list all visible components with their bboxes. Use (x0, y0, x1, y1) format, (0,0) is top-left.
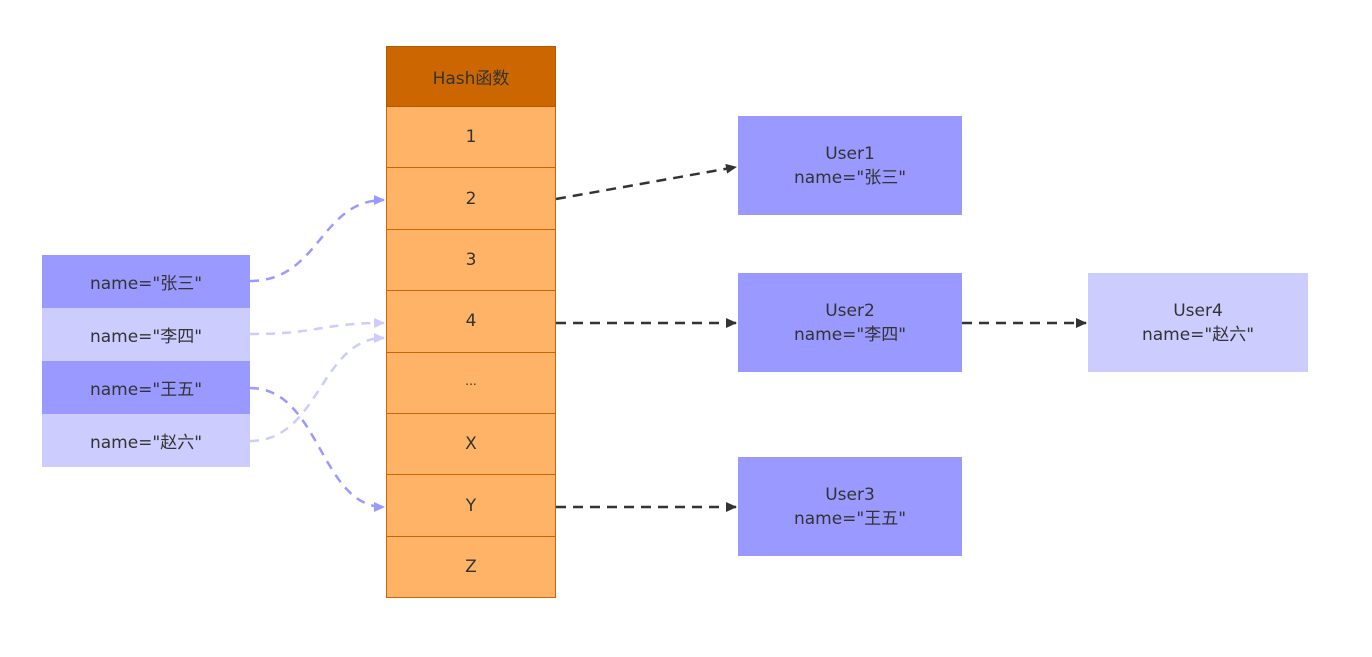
user-name: User2 (825, 300, 875, 321)
hash-slot: Y (386, 475, 556, 537)
hash-slot: 3 (386, 229, 556, 292)
hash-slot: Z (386, 536, 556, 599)
key-item: name="赵六" (42, 414, 250, 467)
hash-slot: 2 (386, 168, 556, 230)
hash-slot: ... (386, 352, 556, 414)
edge-key4-slot4 (249, 333, 385, 443)
user-name: User1 (825, 143, 875, 164)
key-label: name="王五" (89, 380, 203, 400)
hash-table-title: Hash函数 (386, 46, 556, 107)
key-label: name="张三" (89, 274, 203, 294)
user-name: User3 (825, 484, 875, 505)
user-detail: name="王五" (793, 508, 907, 529)
hash-table: Hash函数 1 2 3 4 ... X Y Z (386, 46, 556, 599)
user-detail: name="张三" (793, 167, 907, 188)
edge-key2-slot4 (249, 318, 385, 336)
key-item: name="张三" (42, 255, 250, 308)
hash-slot: 4 (386, 291, 556, 353)
key-item: name="王五" (42, 361, 250, 414)
user-name: User4 (1173, 300, 1223, 321)
user-node-4: User4 name="赵六" (1088, 273, 1308, 372)
user-detail: name="李四" (793, 324, 907, 345)
edge-key1-slot2 (249, 195, 385, 283)
key-label: name="赵六" (89, 433, 203, 453)
user-detail: name="赵六" (1141, 324, 1255, 345)
edge-slot2-user1 (555, 163, 737, 201)
key-item: name="李四" (42, 308, 250, 361)
hash-slot: X (386, 413, 556, 476)
user-node-1: User1 name="张三" (738, 116, 962, 215)
key-list: name="张三" name="李四" name="王五" name="赵六" (42, 255, 250, 467)
user-node-2: User2 name="李四" (738, 273, 962, 372)
hash-slot: 1 (386, 107, 556, 169)
key-label: name="李四" (89, 327, 203, 347)
user-node-3: User3 name="王五" (738, 457, 962, 556)
edge-key3-slotY (249, 386, 385, 512)
